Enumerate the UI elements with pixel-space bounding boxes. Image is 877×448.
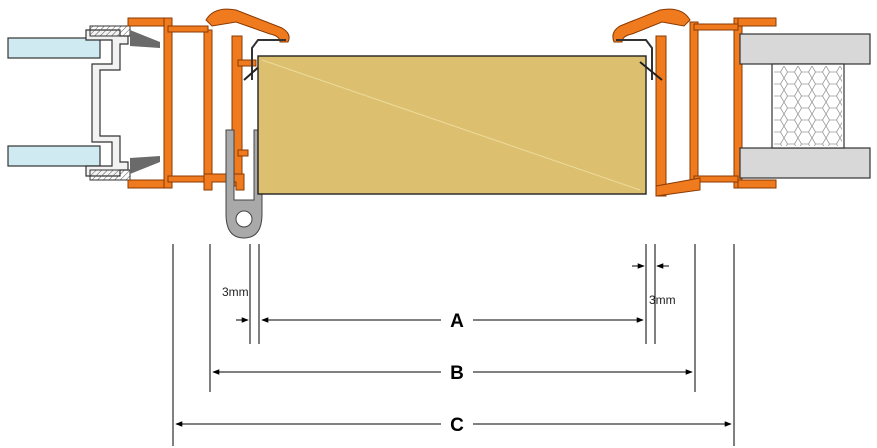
left-frame-bottom-web — [167, 175, 209, 183]
dimension-a: A — [261, 311, 644, 332]
dimension-gap-right: 3mm — [632, 263, 676, 307]
left-frame-sash-foot — [203, 173, 245, 191]
dim-b-label: B — [450, 363, 464, 384]
panel-highlight — [261, 59, 641, 191]
left-frame-inner-wall — [203, 29, 213, 181]
left-frame-clip-lower — [237, 149, 249, 157]
left-frame-bottom-flange — [127, 179, 169, 189]
right-insulated-panel — [739, 33, 871, 179]
gasket-clip-hole — [235, 210, 253, 228]
gasket-wedge-bottom — [130, 156, 160, 174]
gap-right-label: 3mm — [649, 293, 676, 307]
dimension-b: B — [212, 363, 693, 384]
gap-left-label: 3mm — [222, 285, 249, 299]
right-frame-top-web — [693, 23, 739, 31]
dimension-gap-left: 3mm — [222, 285, 249, 323]
glass-pane-top — [7, 37, 101, 59]
dimension-c: C — [175, 415, 732, 436]
glass-pane-bottom — [7, 145, 101, 167]
right-frame-hook-top — [612, 8, 691, 43]
left-frame-outer-wall — [163, 17, 173, 189]
left-retaining-hook — [251, 39, 286, 80]
right-frame-sash-foot — [655, 177, 701, 197]
dim-c-label: C — [450, 415, 464, 436]
insulation-top-skin — [739, 33, 871, 65]
right-frame-bottom-flange — [737, 179, 777, 189]
left-glazing — [7, 25, 160, 181]
left-frame-clip — [237, 59, 257, 67]
left-frame-top-flange — [127, 17, 169, 27]
right-frame-profile — [612, 8, 777, 197]
gasket-wedge-top — [130, 30, 160, 48]
dimension-extension-lines — [172, 244, 735, 446]
left-frame-hook-top — [205, 8, 290, 43]
right-frame-inner-wall — [689, 21, 699, 183]
right-frame-sash-wall — [655, 35, 667, 197]
insulation-bottom-skin — [739, 147, 871, 179]
right-frame-top-flange — [737, 17, 777, 27]
honeycomb-pattern — [774, 66, 842, 146]
right-spring-wire — [639, 61, 663, 81]
gasket-left-top — [89, 25, 131, 37]
left-frame-top-web — [167, 25, 209, 33]
right-frame-bottom-web — [693, 175, 739, 183]
dim-a-label: A — [450, 311, 464, 332]
gasket-left-bottom — [89, 169, 131, 181]
right-retaining-hook — [616, 39, 653, 80]
